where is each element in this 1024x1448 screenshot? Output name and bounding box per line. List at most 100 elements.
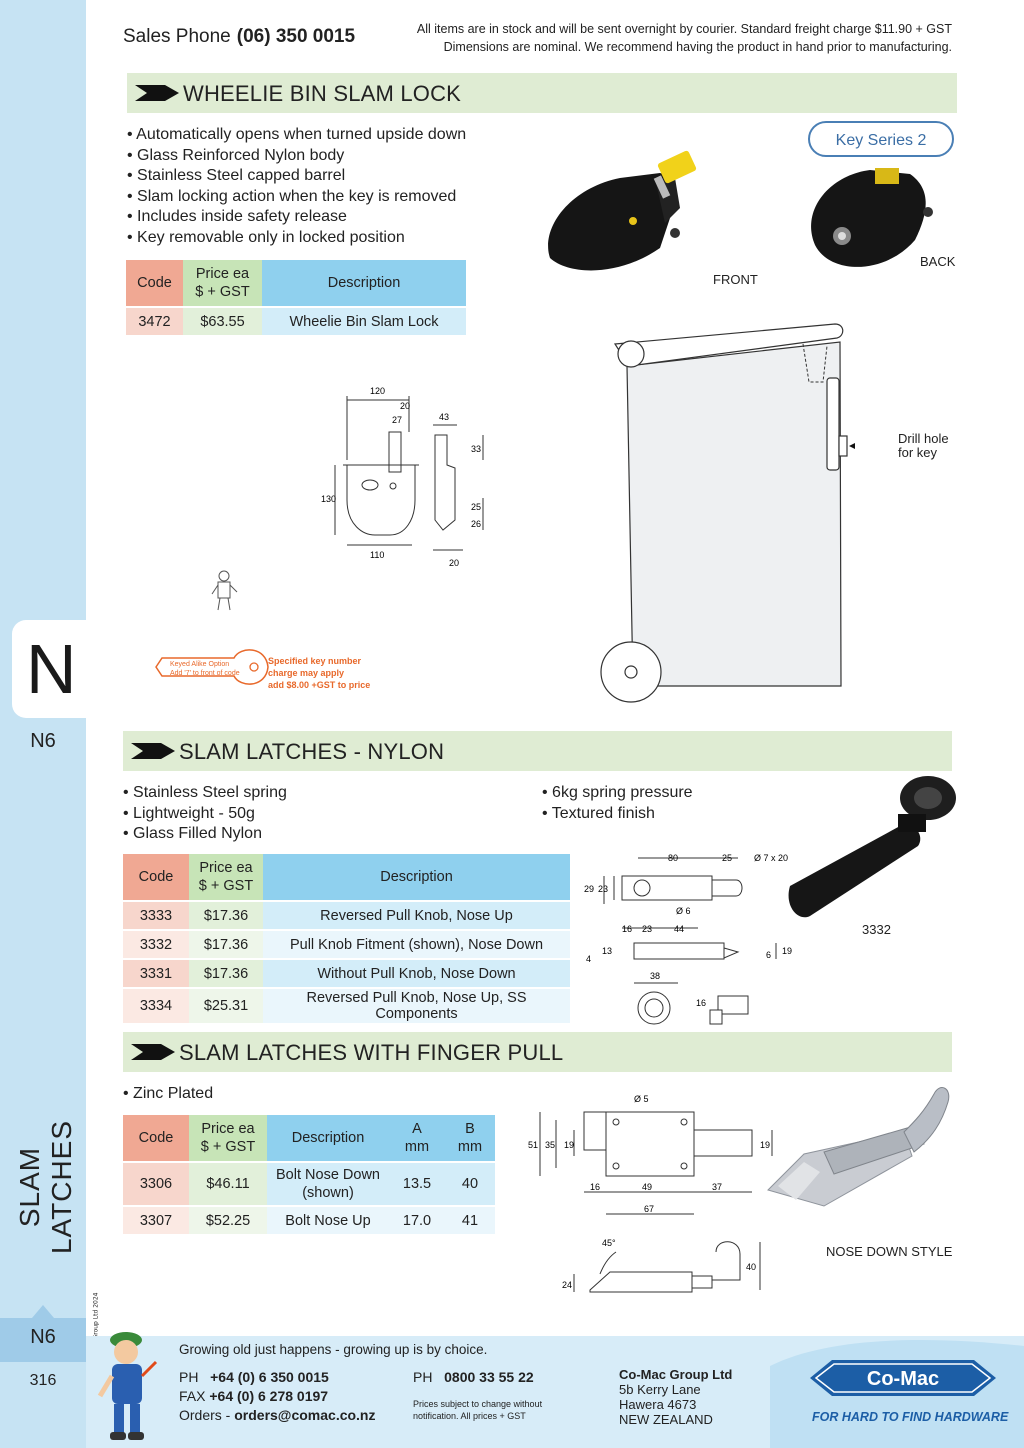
company-name: Co-Mac Group Ltd	[619, 1367, 733, 1382]
wheelie-bin-diagram	[600, 323, 855, 703]
col-header-code: Code	[126, 260, 183, 306]
cell-b: 41	[445, 1205, 495, 1234]
table-row: 3334 $25.31 Reversed Pull Knob, Nose Up,…	[123, 987, 570, 1023]
feature-item: Automatically opens when turned upside d…	[127, 125, 466, 146]
page-number: 316	[29, 1372, 57, 1389]
nylon-latch-photo	[788, 776, 956, 918]
dim-label: 110	[370, 550, 384, 560]
cell-code: 3332	[123, 929, 189, 958]
dim-label: 44	[674, 924, 684, 934]
dim-label: 24	[562, 1280, 572, 1290]
product-label-3332: 3332	[862, 922, 891, 937]
feature-item: Slam locking action when the key is remo…	[127, 187, 466, 208]
table-row: 3306 $46.11 Bolt Nose Down(shown) 13.5 4…	[123, 1161, 495, 1205]
sales-phone-number[interactable]: (06) 350 0015	[236, 26, 356, 47]
cell-description: Wheelie Bin Slam Lock	[262, 306, 466, 335]
col-header-price: Price ea$ + GST	[183, 260, 262, 306]
section-header-finger-pull: SLAM LATCHES WITH FINGER PULL	[123, 1032, 952, 1072]
fine-print-line: Prices subject to change without	[413, 1399, 543, 1409]
section-title: SLAM LATCHES WITH FINGER PULL	[179, 1040, 564, 1065]
cell-price: $46.11	[189, 1161, 267, 1205]
dim-label: 4	[586, 954, 591, 964]
cell-description: Bolt Nose Down(shown)	[267, 1161, 389, 1205]
section-header-wheelie-bin: WHEELIE BIN SLAM LOCK	[127, 73, 957, 113]
cell-price: $63.55	[183, 306, 262, 335]
cell-description: Reversed Pull Knob, Nose Up	[263, 900, 570, 929]
cell-price: $25.31	[189, 987, 263, 1023]
dim-label: 45°	[602, 1238, 616, 1248]
cell-price: $17.36	[189, 929, 263, 958]
comac-logo[interactable]: Co-Mac	[810, 1356, 996, 1400]
section-header-nylon: SLAM LATCHES - NYLON	[123, 731, 952, 771]
dim-label: 25	[722, 853, 732, 863]
lock-front-photo	[548, 150, 697, 271]
key-option-line: charge may apply	[268, 668, 345, 678]
feature-item: Zinc Plated	[123, 1084, 213, 1105]
dim-label: 23	[598, 884, 608, 894]
footer-address: Co-Mac Group Ltd 5b Kerry Lane Hawera 46…	[619, 1367, 732, 1427]
address-line: 5b Kerry Lane	[619, 1382, 701, 1397]
cell-code: 3306	[123, 1161, 189, 1205]
col-header-code: Code	[123, 1115, 189, 1161]
dim-label: 120	[370, 386, 385, 396]
mascot-small	[211, 570, 238, 611]
feature-item: Lightweight - 50g	[123, 804, 287, 825]
dim-label: 26	[471, 519, 481, 529]
finger-pull-side-drawing: 45° 24 40	[562, 1238, 761, 1293]
feature-item: Glass Reinforced Nylon body	[127, 146, 466, 167]
side-strip	[0, 0, 86, 1448]
back-label: BACK	[920, 254, 956, 269]
footer-fax-number[interactable]: +64 (0) 6 278 0197	[209, 1388, 329, 1404]
table-row: 3332 $17.36 Pull Knob Fitment (shown), N…	[123, 929, 570, 958]
nose-down-style-label: NOSE DOWN STYLE	[826, 1244, 953, 1259]
footer-tagline: Growing old just happens - growing up is…	[179, 1342, 488, 1357]
address-line: NEW ZEALAND	[619, 1412, 713, 1427]
fine-print-line: notification. All prices + GST	[413, 1411, 526, 1421]
front-label: FRONT	[713, 272, 758, 287]
address-line: Hawera 4673	[619, 1397, 697, 1412]
dim-label: 25	[471, 502, 481, 512]
cell-a: 13.5	[389, 1161, 445, 1205]
logo-text: Co-Mac	[867, 1368, 939, 1390]
feature-item: Stainless Steel capped barrel	[127, 166, 466, 187]
cell-price: $17.36	[189, 900, 263, 929]
key-series-badge: Key Series 2	[808, 121, 954, 157]
table-row: 3472 $63.55 Wheelie Bin Slam Lock	[126, 306, 466, 335]
feature-item: Includes inside safety release	[127, 207, 466, 228]
dim-label: 33	[471, 444, 481, 454]
dim-label: 130	[321, 494, 336, 504]
footer-contacts: PH +64 (0) 6 350 0015 FAX +64 (0) 6 278 …	[179, 1368, 376, 1425]
lock-back-photo	[811, 168, 933, 267]
arrow-icon	[135, 85, 179, 101]
feature-list: Automatically opens when turned upside d…	[127, 125, 466, 249]
footer-freephone-number[interactable]: 0800 33 55 22	[444, 1369, 534, 1385]
footer-orders: Orders - orders@comac.co.nz	[179, 1407, 376, 1423]
cell-code: 3333	[123, 900, 189, 929]
section-tab[interactable]: N	[12, 620, 86, 718]
section-tab-page: N6	[30, 730, 56, 752]
dim-label: Ø 6	[676, 906, 691, 916]
bottom-page-tab: N6	[0, 1305, 86, 1362]
dim-label: 51	[528, 1140, 538, 1150]
cell-description: Pull Knob Fitment (shown), Nose Down	[263, 929, 570, 958]
dim-label: 40	[746, 1262, 756, 1272]
cell-code: 3307	[123, 1205, 189, 1234]
dim-label: 16	[696, 998, 706, 1008]
dim-label: 80	[668, 853, 678, 863]
notice-line: All items are in stock and will be sent …	[416, 22, 952, 36]
dim-label: 6	[766, 950, 771, 960]
feature-item: Textured finish	[542, 804, 693, 825]
key-option-note: Specified key number charge may apply ad…	[268, 655, 370, 691]
notice-line: Dimensions are nominal. We recommend hav…	[443, 40, 952, 54]
cell-description: Reversed Pull Knob, Nose Up, SS Componen…	[263, 987, 570, 1023]
sales-phone: Sales Phone(06) 350 0015	[123, 26, 355, 48]
footer-phone-number[interactable]: +64 (0) 6 350 0015	[210, 1369, 329, 1385]
key-option-line: add $8.00 +GST to price	[268, 680, 371, 690]
footer-orders-email[interactable]: orders@comac.co.nz	[234, 1407, 376, 1423]
dim-label: 38	[650, 971, 660, 981]
cell-price: $17.36	[189, 958, 263, 987]
cell-a: 17.0	[389, 1205, 445, 1234]
dim-label: 19	[564, 1140, 574, 1150]
cell-code: 3334	[123, 987, 189, 1023]
